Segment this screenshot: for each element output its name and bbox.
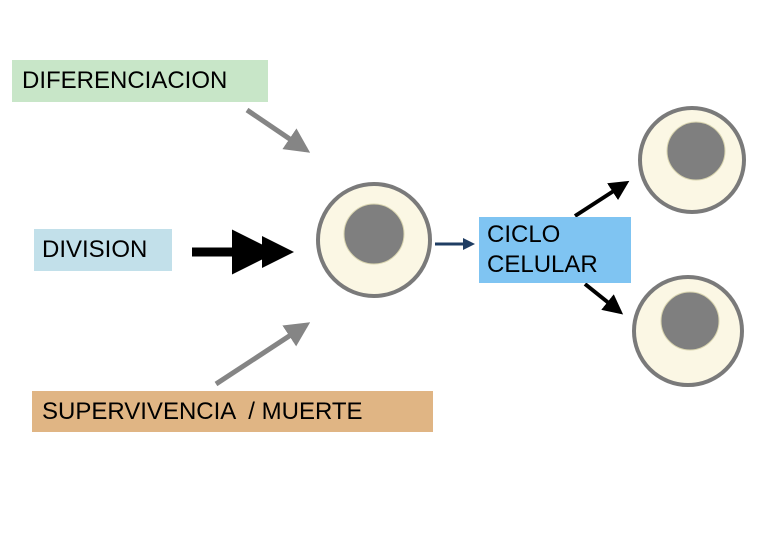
arrow-division-head — [262, 236, 294, 268]
label-diferenciacion-text: DIFERENCIACION — [22, 67, 228, 94]
arrow-to-lower-cell — [583, 282, 624, 315]
label-division: DIVISION — [34, 229, 172, 271]
label-division-text: DIVISION — [42, 236, 148, 263]
arrow-supervivencia — [214, 322, 311, 387]
cell-lower — [632, 275, 744, 387]
nucleus-central — [343, 203, 405, 265]
nucleus-lower — [660, 291, 720, 351]
cell-central — [316, 182, 432, 298]
label-ciclo-celular: CICLO CELULAR — [479, 217, 631, 283]
cell-upper — [638, 106, 746, 214]
label-diferenciacion: DIFERENCIACION — [12, 60, 268, 102]
label-supervivencia-muerte: SUPERVIVENCIA / MUERTE — [32, 391, 433, 432]
label-ciclo-line2: CELULAR — [487, 251, 598, 278]
label-ciclo-line1: CICLO — [487, 221, 561, 248]
arrow-to-upper-cell — [573, 180, 630, 218]
nucleus-upper — [666, 121, 726, 181]
label-supervivencia-text: SUPERVIVENCIA / MUERTE — [42, 397, 363, 425]
arrow-diferenciacion — [245, 107, 311, 153]
